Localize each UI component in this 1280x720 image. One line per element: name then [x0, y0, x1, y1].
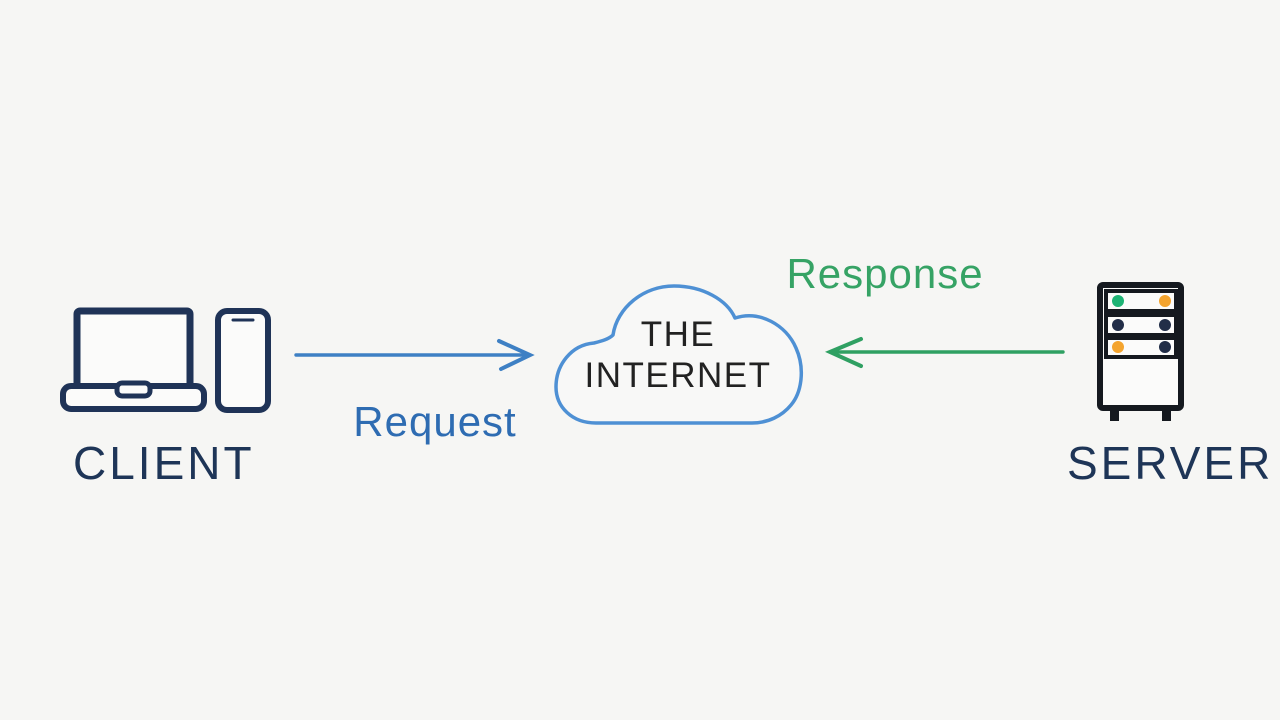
client-label: CLIENT [73, 437, 255, 489]
internet-label: THE INTERNET [585, 314, 772, 396]
request-label: Request [353, 398, 517, 445]
internet-label-line1: THE [640, 315, 716, 354]
internet-cloud-icon [554, 284, 804, 425]
server-light [1159, 295, 1171, 307]
laptop-icon [60, 307, 207, 412]
server-icon [1097, 282, 1184, 421]
response-arrow-icon [824, 337, 1065, 368]
server-light [1112, 319, 1124, 331]
server-light [1159, 319, 1171, 331]
server-light [1112, 341, 1124, 353]
internet-label-line2: INTERNET [584, 356, 772, 395]
server-light [1159, 341, 1171, 353]
response-label: Response [786, 250, 984, 297]
smartphone-icon [215, 308, 271, 413]
server-label: SERVER [1067, 437, 1274, 489]
server-light [1112, 295, 1124, 307]
request-arrow-icon [294, 339, 535, 371]
